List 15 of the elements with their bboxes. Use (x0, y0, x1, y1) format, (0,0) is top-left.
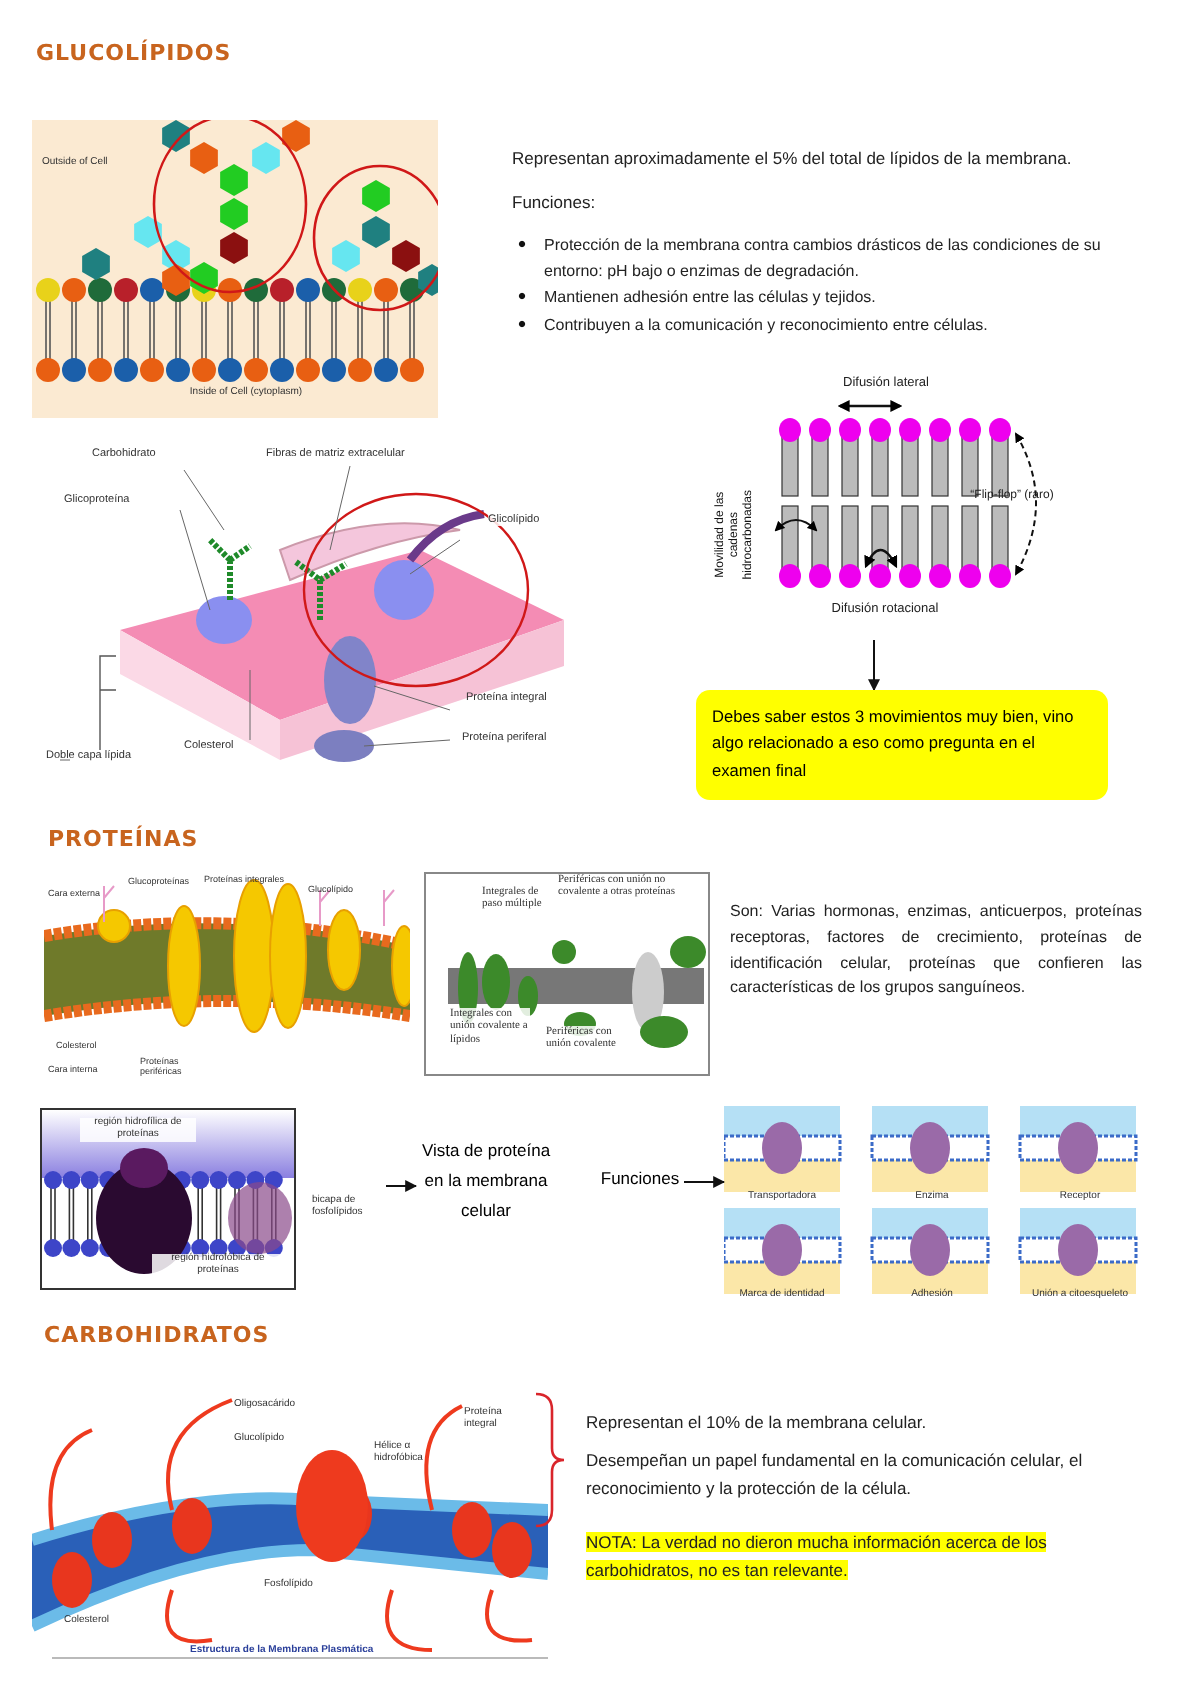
section-heading: CARBOHIDRATOS (44, 1322, 272, 1351)
note-text: NOTA: La verdad no dieron mucha información acerca de los carbohidratos, no es tan relevante. (586, 1530, 1049, 1584)
text-paragraph: Representan el 10% de la membrana celular. (586, 1410, 929, 1436)
note-box: Debes saber estos 3 movimientos muy bien, vino algo relacionado a eso como pregunta en el examen final (696, 690, 1108, 800)
text-paragraph: Representan aproximadamente el 5% del total de lípidos de la membrana. (512, 146, 1074, 172)
arrow (683, 1176, 726, 1188)
text-label: Vista de proteína en la membrana celular (419, 1138, 553, 1224)
text-paragraph: Funciones: (512, 190, 598, 216)
arrow (868, 639, 880, 692)
text-paragraph: Desempeñan un papel fundamental en la comunicación celular, el reconocimiento y la protección de la célula. (586, 1448, 1085, 1502)
arrow (385, 1180, 418, 1192)
text-label: Funciones (598, 1168, 682, 1191)
section-heading: PROTEÍNAS (48, 826, 201, 855)
section-heading: GLUCOLÍPIDOS (36, 40, 234, 69)
text-paragraph: Son: Varias hormonas, enzimas, anticuerpos, proteínas receptoras, factores de crecimiento, proteínas de identificación celular, proteínas que confieren las características de los grupos sanguíneos. (730, 900, 1142, 1001)
